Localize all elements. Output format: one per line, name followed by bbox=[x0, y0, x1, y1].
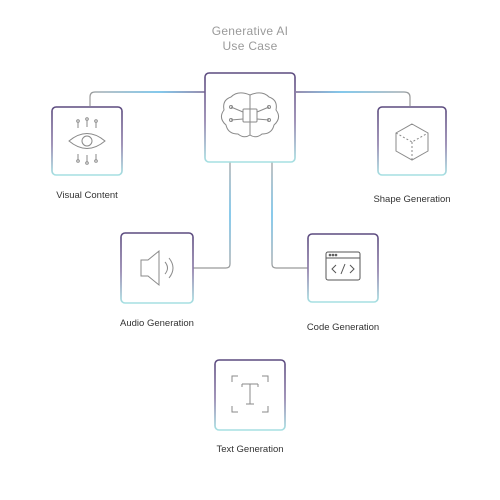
brain-chip-icon bbox=[220, 92, 280, 138]
node-code-generation[interactable] bbox=[307, 233, 379, 303]
text-frame-icon bbox=[231, 375, 269, 413]
label-code-generation: Code Generation bbox=[306, 322, 380, 333]
label-visual-content: Visual Content bbox=[56, 190, 118, 201]
diagram-title-line2: Use Case bbox=[222, 39, 278, 53]
node-text-generation[interactable] bbox=[214, 359, 286, 431]
label-audio-generation: Audio Generation bbox=[120, 318, 194, 329]
connector-shape bbox=[296, 91, 411, 106]
node-shape-generation[interactable] bbox=[377, 106, 447, 176]
code-window-icon bbox=[325, 251, 361, 281]
node-audio-generation[interactable] bbox=[120, 232, 194, 304]
diagram-title-line1: Generative AI bbox=[211, 24, 289, 38]
node-visual-content[interactable] bbox=[51, 106, 123, 176]
connector-audio bbox=[193, 162, 231, 269]
connector-code bbox=[271, 162, 308, 269]
center-node[interactable] bbox=[204, 72, 296, 163]
connector-visual bbox=[89, 91, 205, 106]
label-shape-generation: Shape Generation bbox=[373, 194, 451, 205]
speaker-icon bbox=[140, 249, 174, 287]
eye-circuit-icon bbox=[68, 117, 106, 165]
connectors bbox=[89, 91, 411, 360]
label-text-generation: Text Generation bbox=[216, 444, 284, 455]
cube-icon bbox=[395, 123, 429, 161]
